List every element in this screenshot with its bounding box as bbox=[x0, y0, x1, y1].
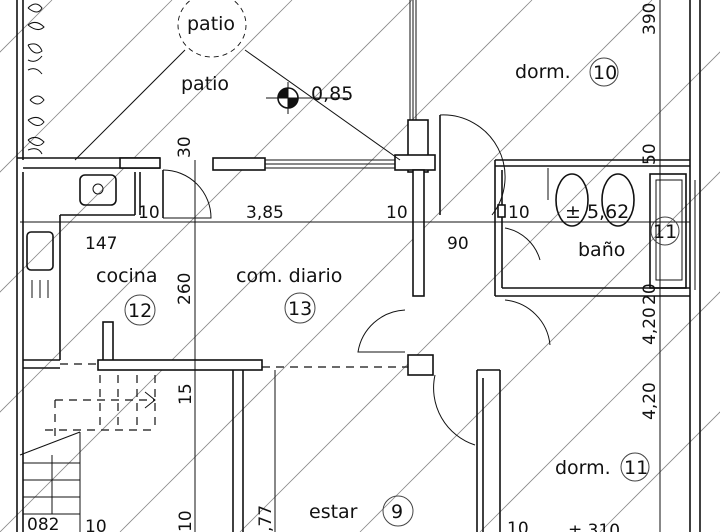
dim-10-e: 10 bbox=[176, 510, 196, 532]
dorm10-label: dorm. bbox=[515, 61, 571, 83]
hatch-line bbox=[119, 0, 653, 532]
com-diario-number: 13 bbox=[288, 298, 312, 320]
level-marker-icon bbox=[266, 82, 348, 114]
patio-label: patio bbox=[181, 73, 229, 95]
patio-level: 0,85 bbox=[311, 83, 353, 105]
hatch-line bbox=[359, 171, 720, 532]
hatch-line bbox=[599, 411, 720, 532]
bano-number: 11 bbox=[653, 221, 677, 243]
dim-4-20-b: 4,20 bbox=[640, 382, 660, 420]
dim-77: ,77 bbox=[256, 505, 276, 532]
dim-4-20-a: 4,20 bbox=[640, 307, 660, 345]
estar-label: estar bbox=[309, 501, 358, 523]
dim-30: 30 bbox=[175, 136, 195, 158]
doors bbox=[162, 114, 551, 446]
bano-label: baño bbox=[578, 239, 625, 261]
cocina-label: cocina bbox=[96, 265, 157, 287]
dimension-lines bbox=[20, 0, 690, 532]
dim-3-85: 3,85 bbox=[246, 203, 284, 223]
patio-plants bbox=[27, 0, 401, 161]
hatch-line bbox=[0, 0, 293, 293]
dim-10-f: 10 bbox=[507, 519, 529, 532]
dim-10-c: 10 bbox=[508, 203, 530, 223]
cocina-number: 12 bbox=[128, 300, 152, 322]
bano-level: ± 5,62 bbox=[565, 201, 629, 223]
hatch-line bbox=[479, 291, 720, 532]
estar-number: 9 bbox=[391, 501, 403, 523]
dim-50: 50 bbox=[640, 143, 660, 165]
dorm11-label: dorm. bbox=[555, 457, 611, 479]
dim-082: 082 bbox=[27, 515, 59, 532]
dim-15: 15 bbox=[176, 383, 196, 405]
patio-tree-label: patio bbox=[187, 13, 235, 35]
dim-10-a: 10 bbox=[138, 203, 160, 223]
dorm10-number: 10 bbox=[593, 62, 617, 84]
room-number-circles bbox=[124, 57, 680, 527]
dorm11-number: 11 bbox=[624, 457, 648, 479]
dim-90: 90 bbox=[447, 234, 469, 254]
hatch-line bbox=[0, 0, 533, 532]
dim-20: 20 bbox=[640, 283, 660, 305]
dim-260: 260 bbox=[175, 273, 195, 305]
dim-10-d: 10 bbox=[85, 517, 107, 532]
com-diario-label: com. diario bbox=[236, 265, 342, 287]
dim-10-b: 10 bbox=[386, 203, 408, 223]
stairs bbox=[19, 375, 156, 532]
hatch-line bbox=[0, 0, 413, 413]
dim-390: 390 bbox=[640, 3, 660, 35]
dim-147: 147 bbox=[85, 234, 117, 254]
walls bbox=[16, 0, 701, 532]
dim-310: ± 310 bbox=[568, 521, 620, 532]
hatch-line bbox=[0, 0, 173, 173]
hatch-line bbox=[239, 51, 720, 532]
